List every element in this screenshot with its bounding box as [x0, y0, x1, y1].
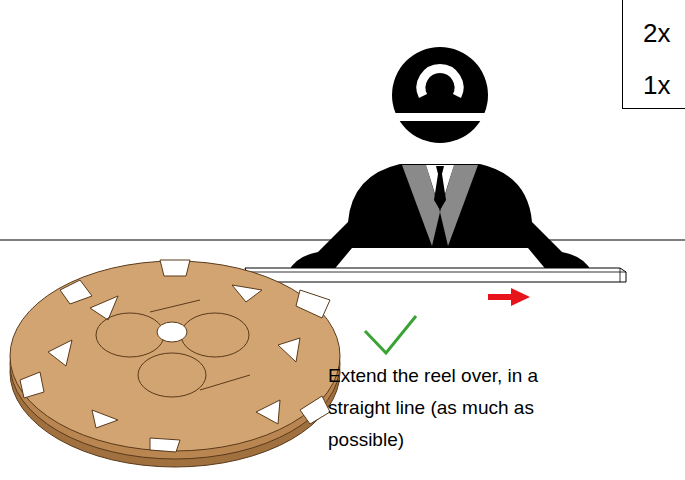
quantity-text: 1x [643, 70, 685, 100]
check-mark [365, 316, 416, 353]
reel [10, 260, 340, 467]
person-figure [288, 47, 592, 272]
instruction-note: Extend the reel over, in a straight line… [328, 360, 573, 456]
pull-arrow [488, 288, 530, 306]
count-box: 2x 1x [622, 0, 685, 109]
quantity-text: 2x [643, 18, 685, 48]
cable-bar [245, 268, 626, 282]
